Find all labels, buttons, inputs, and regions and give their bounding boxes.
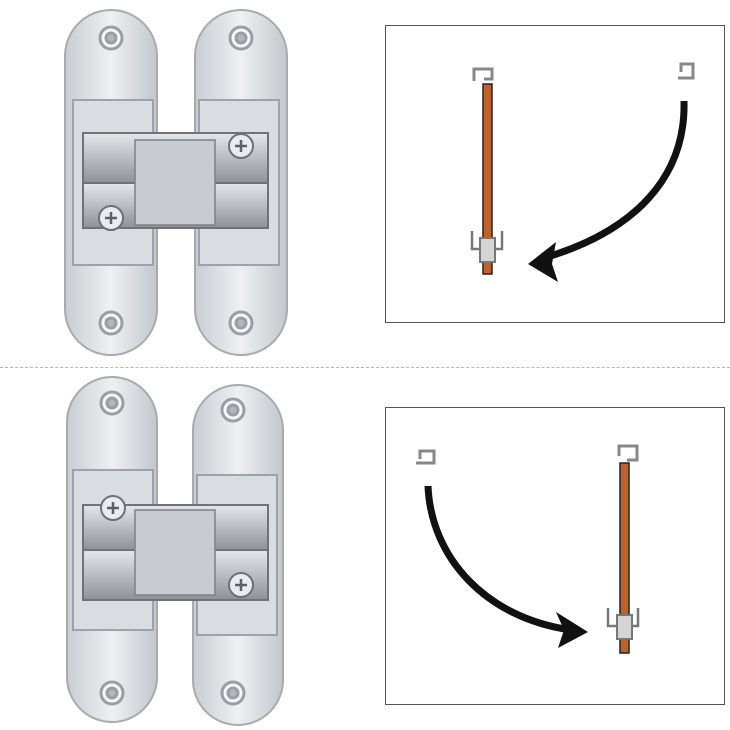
- section-divider: [0, 367, 730, 368]
- hinge-screw: [228, 133, 254, 159]
- door-leaf: [619, 462, 630, 654]
- door-frame-bracket-icon: [617, 444, 639, 462]
- top-panel: [64, 9, 725, 356]
- door-swing-diagram-top: [385, 25, 725, 323]
- door-swing-arrow-icon: [424, 485, 572, 634]
- door-frame-bracket-icon: [416, 449, 436, 465]
- door-swing-arrow-icon: [543, 100, 688, 262]
- hinge-photo-bottom: [66, 376, 284, 726]
- bottom-panel: [0, 365, 730, 730]
- hinge-photo-top: [64, 9, 288, 356]
- door-frame-bracket-icon: [678, 62, 695, 80]
- door-frame-bracket-icon: [472, 67, 494, 81]
- door-leaf: [482, 83, 493, 275]
- door-swing-diagram-bottom: [385, 407, 725, 705]
